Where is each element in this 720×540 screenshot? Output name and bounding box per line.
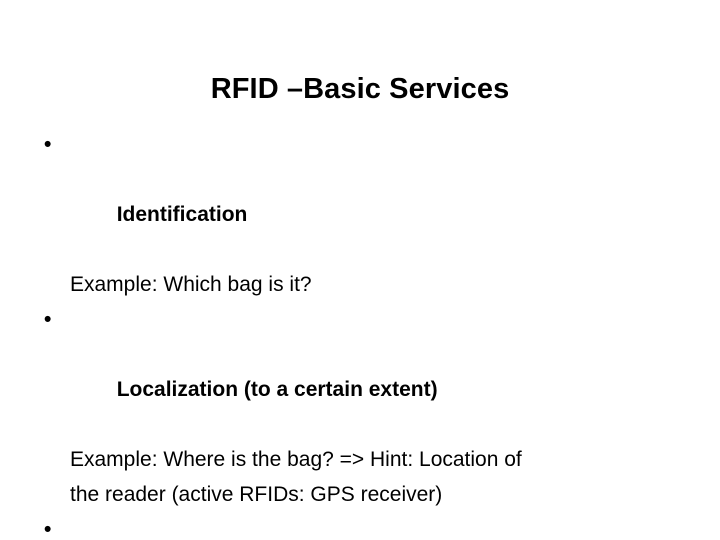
bullet-example-line: Example: Which bag is it? xyxy=(70,273,312,296)
bullet-heading: • Identification xyxy=(34,127,694,267)
page-title: RFID –Basic Services xyxy=(210,73,510,105)
list-item: • Identification Example: Which bag is i… xyxy=(34,127,694,302)
list-item: • Capturing State Example: monitor the t… xyxy=(34,512,694,540)
bullet-example: Example: Which bag is it? xyxy=(34,267,694,302)
bullet-point-icon: • xyxy=(44,308,52,331)
bullet-example-line: Example: Where is the bag? => Hint: Loca… xyxy=(70,448,522,471)
bullet-heading-text: Localization (to a certain extent) xyxy=(116,378,438,401)
bullet-heading: • Localization (to a certain extent) xyxy=(34,302,694,442)
bullet-list: • Identification Example: Which bag is i… xyxy=(34,127,694,540)
bullet-heading: • Capturing State xyxy=(34,512,694,540)
bullet-point-icon: • xyxy=(44,133,52,156)
list-item: • Localization (to a certain extent) Exa… xyxy=(34,302,694,512)
bullet-point-icon: • xyxy=(44,518,52,540)
bullet-heading-text: Identification xyxy=(116,203,248,226)
bullet-example: Example: Where is the bag? => Hint: Loca… xyxy=(34,442,694,512)
bullet-example-line: the reader (active RFIDs: GPS receiver) xyxy=(70,483,443,506)
